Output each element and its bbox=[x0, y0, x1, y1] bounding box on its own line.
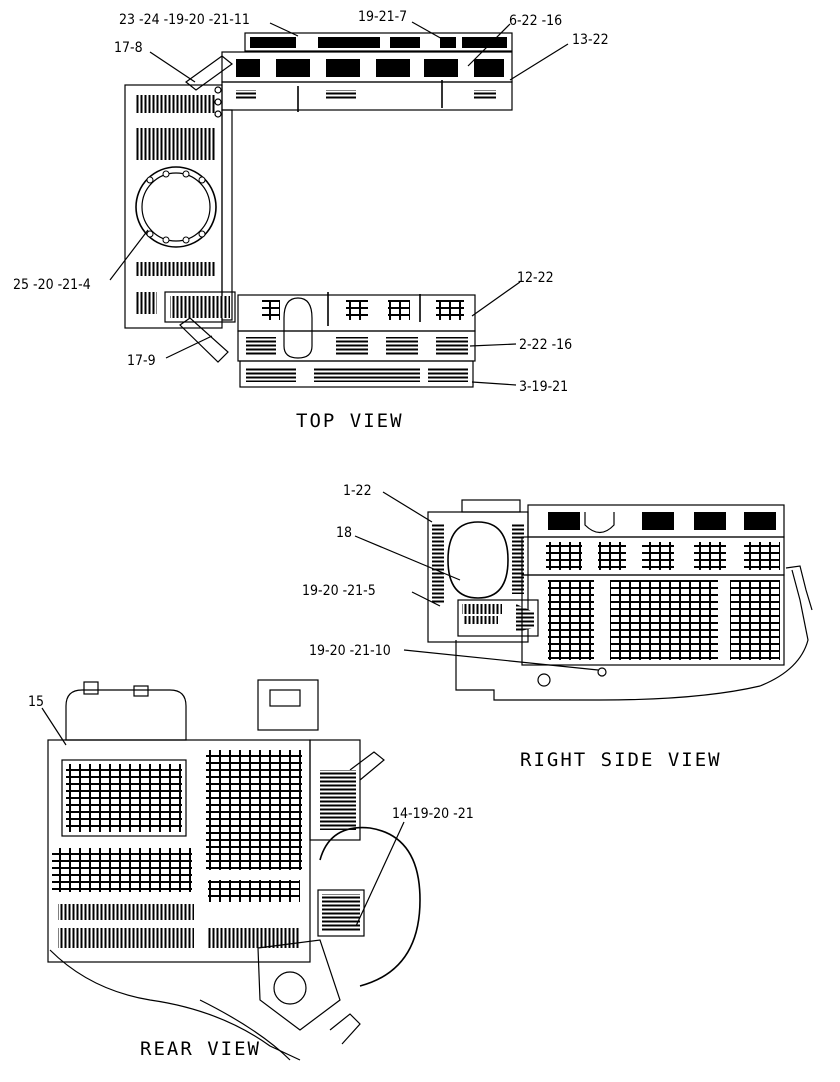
callout-1-22: 1-22 bbox=[343, 483, 372, 499]
right-side-view bbox=[427, 499, 813, 701]
callout-6-22-16: 6-22 -16 bbox=[509, 13, 562, 29]
top-view-title: TOP VIEW bbox=[296, 410, 404, 432]
callout-25-20-21-4: 25 -20 -21-4 bbox=[13, 277, 91, 293]
callout-15: 15 bbox=[28, 694, 44, 710]
right-side-view-title: RIGHT SIDE VIEW bbox=[520, 749, 722, 771]
callout-17-9: 17-9 bbox=[127, 353, 156, 369]
top-leader-lines bbox=[109, 21, 569, 386]
callout-17-8: 17-8 bbox=[114, 40, 143, 56]
rear-view-title: REAR VIEW bbox=[140, 1038, 261, 1060]
callout-23-24-19-20-21-11: 23 -24 -19-20 -21-11 bbox=[119, 12, 250, 28]
callout-19-20-21-10: 19-20 -21-10 bbox=[309, 643, 391, 659]
top-view bbox=[124, 32, 513, 388]
rear-view bbox=[47, 679, 421, 1061]
callout-13-22: 13-22 bbox=[572, 32, 609, 48]
callout-14-19-20-21: 14-19-20 -21 bbox=[392, 806, 474, 822]
rear-leader-lines bbox=[41, 707, 405, 927]
callout-19-20-21-5: 19-20 -21-5 bbox=[302, 583, 376, 599]
callout-12-22: 12-22 bbox=[517, 270, 554, 286]
callout-18: 18 bbox=[336, 525, 352, 541]
side-leader-lines bbox=[354, 491, 599, 671]
callout-2-22-16: 2-22 -16 bbox=[519, 337, 572, 353]
callout-19-21-7: 19-21-7 bbox=[358, 9, 407, 25]
callout-3-19-21: 3-19-21 bbox=[519, 379, 568, 395]
